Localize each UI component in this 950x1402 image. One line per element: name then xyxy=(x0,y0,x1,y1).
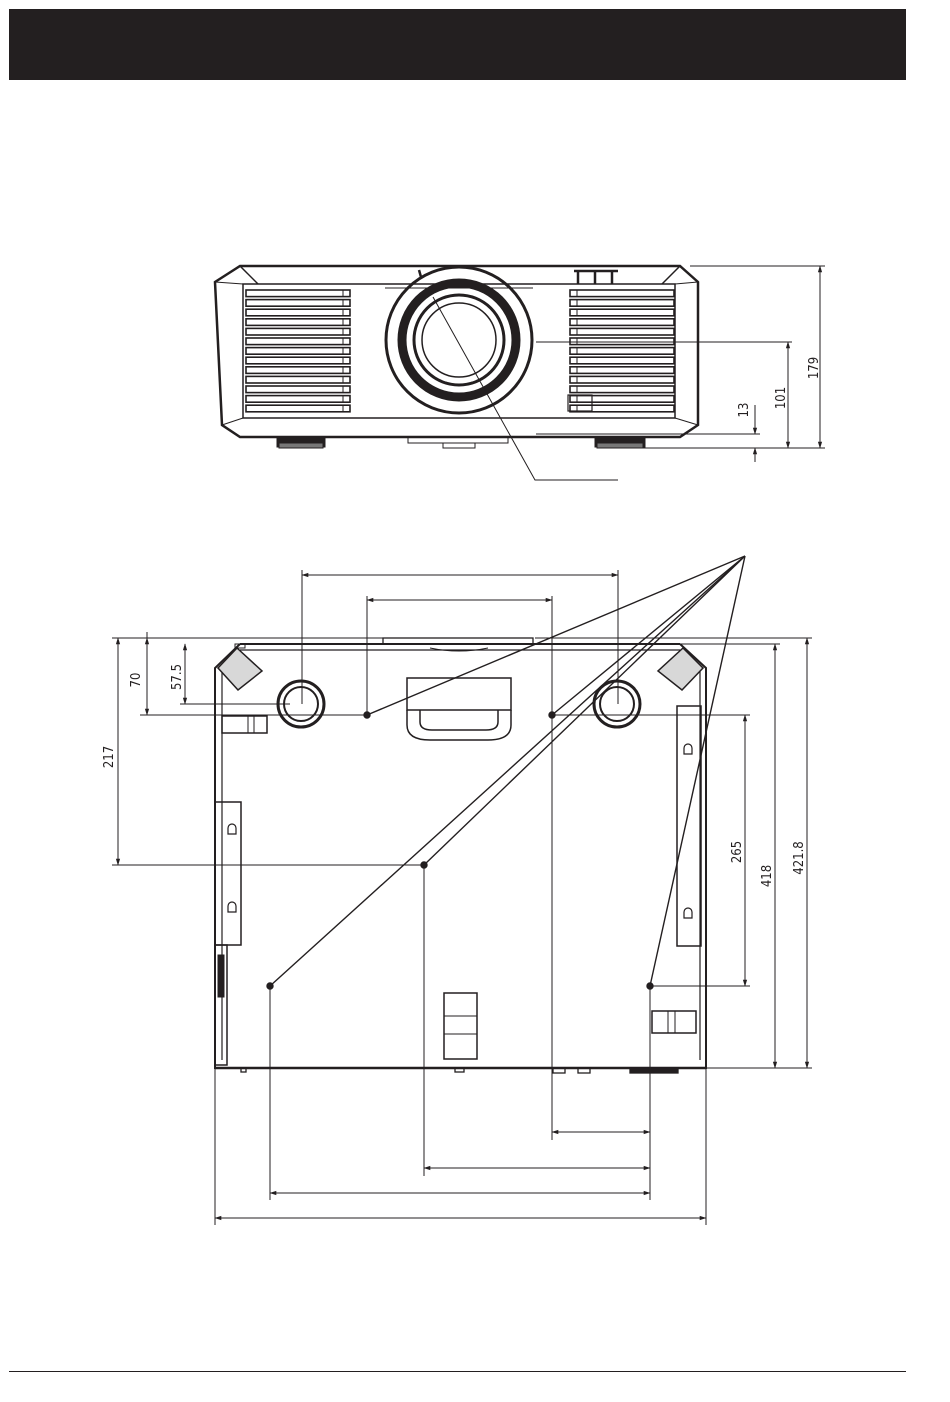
dim-bottom-265: 265 xyxy=(730,841,745,863)
dim-front-101: 101 xyxy=(774,387,789,409)
front-vent-right xyxy=(570,290,674,412)
footer-rule xyxy=(9,1371,906,1372)
front-view xyxy=(215,266,825,480)
front-feet xyxy=(277,437,645,448)
bottom-view xyxy=(112,556,812,1225)
mount-holes xyxy=(267,712,653,989)
handle xyxy=(407,678,511,740)
dim-bottom-217: 217 xyxy=(102,746,117,768)
bottom-outline xyxy=(215,644,706,1068)
dim-bottom-421-8: 421.8 xyxy=(792,841,807,874)
mount-hole-leaders xyxy=(270,556,745,986)
dim-front-13: 13 xyxy=(737,403,752,418)
dim-front-179: 179 xyxy=(807,357,822,379)
dim-bottom-418: 418 xyxy=(760,865,775,887)
dim-bottom-57-5: 57.5 xyxy=(170,664,185,690)
front-vent-left xyxy=(246,290,350,412)
top-buttons xyxy=(574,271,618,284)
dim-bottom-70: 70 xyxy=(129,673,144,688)
lens xyxy=(385,267,533,413)
front-leader-line xyxy=(433,297,618,480)
